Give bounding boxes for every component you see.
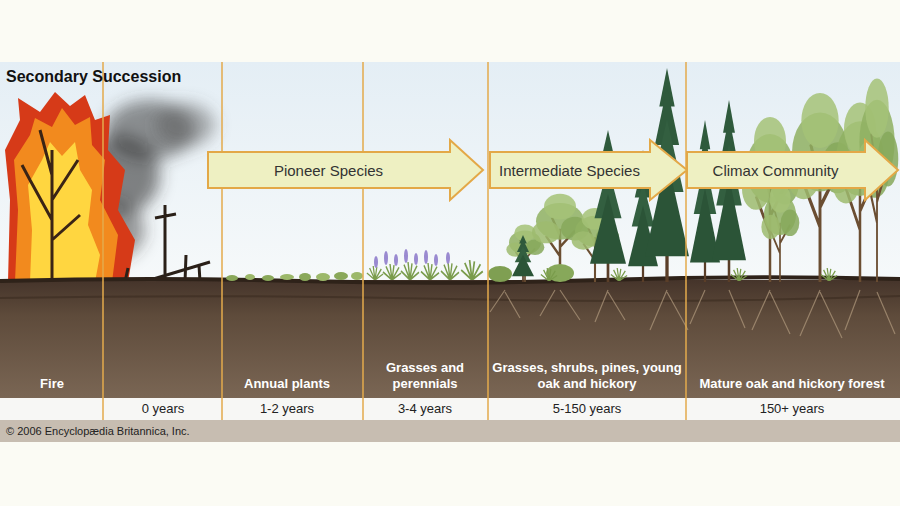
stage-arrow: Intermediate Species: [489, 138, 689, 202]
year-label: 5-150 years: [491, 401, 683, 417]
shrub: [488, 266, 512, 282]
roots: [490, 290, 895, 338]
fire-flame: [5, 92, 135, 282]
diagram-title: Secondary Succession: [6, 68, 181, 86]
plant: [226, 275, 238, 281]
annual-plants: [226, 272, 363, 281]
grass-tuft: [821, 268, 837, 281]
stage-dividers: [103, 62, 686, 420]
intermediate-vegetation: [488, 68, 689, 282]
stage-label: Mature oak and hickory forest: [697, 376, 887, 392]
stage-arrow: Climax Community: [686, 138, 900, 202]
mature-hickory: [761, 184, 799, 282]
burning-tree: [22, 130, 80, 282]
flower: [414, 253, 418, 265]
arrow-outline: [687, 140, 898, 200]
smoke-puff: [155, 103, 215, 147]
year-label: 3-4 years: [365, 401, 485, 417]
plant: [280, 274, 294, 280]
pine-tree: [512, 235, 534, 282]
copyright-note: © 2006 Encyclopædia Britannica, Inc.: [6, 424, 436, 438]
arrow-label: Pioneer Species: [274, 162, 383, 179]
arrow-label: Climax Community: [713, 162, 839, 179]
plant: [334, 272, 348, 280]
grasses-perennials: [367, 249, 483, 280]
soil-band: [0, 280, 900, 398]
fire-flame: [28, 142, 100, 282]
flower: [434, 254, 438, 266]
flower: [384, 251, 388, 265]
purple-flowers: [374, 249, 450, 268]
mature-oak: [742, 117, 799, 282]
arrow-text-box: Climax Community: [686, 152, 865, 188]
credit-bar: [0, 420, 900, 442]
arrow-text-box: Intermediate Species: [489, 152, 650, 188]
plant: [316, 273, 330, 281]
plant: [262, 275, 274, 281]
flower: [394, 254, 398, 266]
arrow-outline: [208, 140, 483, 200]
arrow-outline: [490, 140, 687, 200]
flower: [446, 252, 450, 264]
pine-tree: [712, 100, 746, 282]
grass-tuft: [367, 266, 383, 280]
stage-label: Fire: [3, 376, 101, 392]
sky-band: [0, 62, 900, 282]
flower: [374, 256, 378, 268]
burnt-stumps: [125, 205, 210, 283]
stage-label: Grasses, shrubs, pines, young oak and hi…: [491, 360, 683, 392]
stage-label: Annual plants: [220, 376, 354, 392]
plant: [245, 274, 255, 280]
plant: [351, 272, 363, 280]
arrow-label: Intermediate Species: [499, 162, 640, 179]
grass-tuft: [441, 262, 459, 280]
grass-tuft: [731, 268, 747, 281]
arrow-text-box: Pioneer Species: [207, 152, 450, 188]
flower: [424, 250, 428, 264]
plant: [299, 273, 311, 281]
stage-arrow: Pioneer Species: [207, 138, 485, 202]
year-label: 0 years: [107, 401, 219, 417]
grass-tuft: [611, 268, 627, 281]
year-label: 150+ years: [697, 401, 887, 417]
year-bar: [0, 398, 900, 420]
grass-tuft: [541, 268, 557, 281]
flower: [404, 249, 408, 263]
grass-tuft: [461, 260, 483, 280]
stage-label: Grasses and perennials: [365, 360, 485, 392]
grass-tuft: [383, 264, 401, 280]
year-label: 1-2 years: [220, 401, 354, 417]
